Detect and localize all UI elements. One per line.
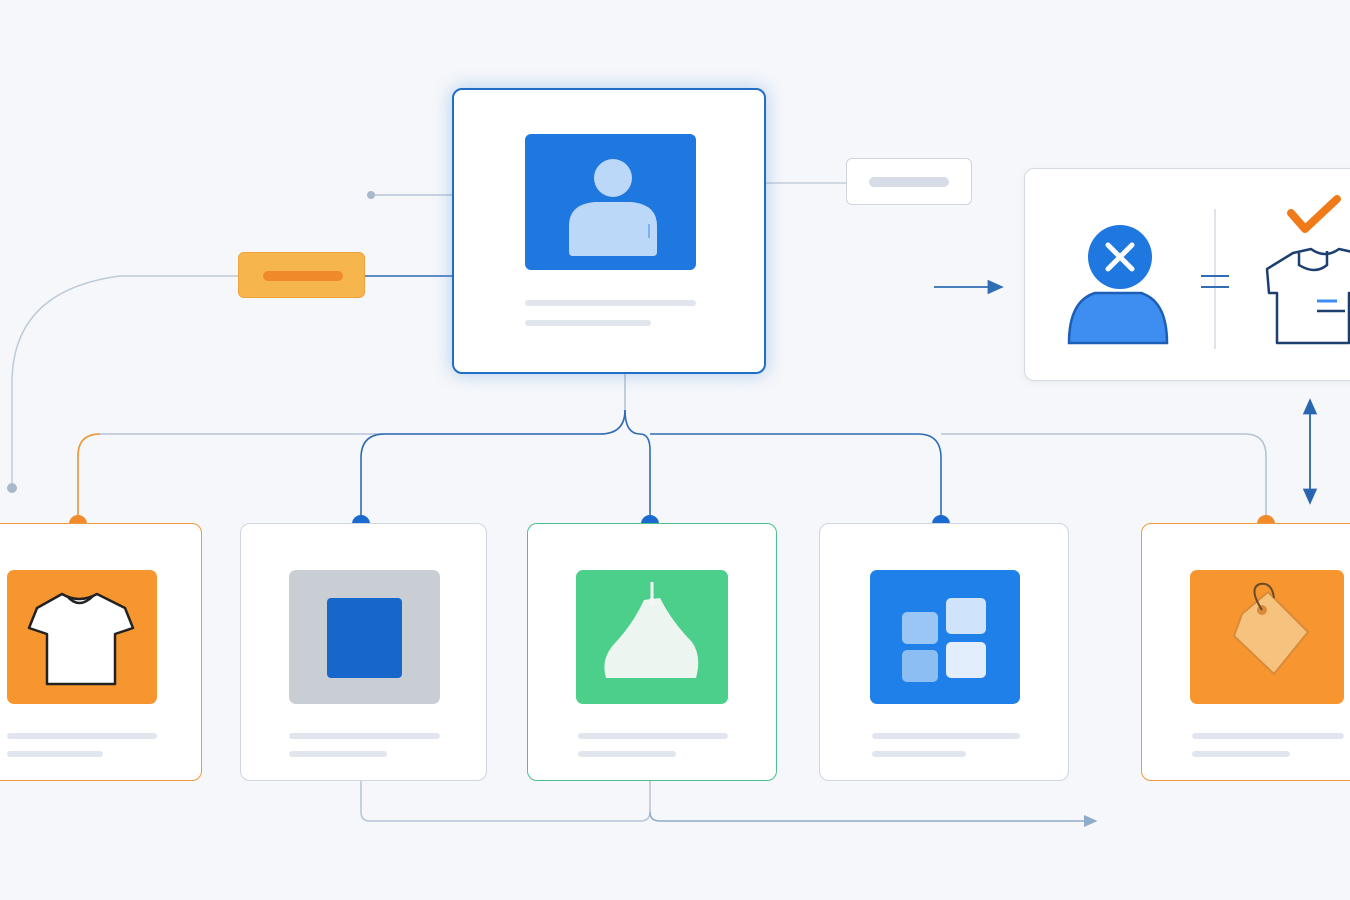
- tshirt-tile: [7, 570, 157, 704]
- leaf-text-line-2: [289, 751, 387, 757]
- root-text-line-1: [525, 300, 696, 306]
- connector-dot-top-left: [367, 191, 375, 199]
- grid-tile: [870, 570, 1020, 704]
- leaf-node-card-4[interactable]: [819, 523, 1069, 781]
- grid-icon: [902, 598, 986, 682]
- tree-branch-5: [941, 433, 1267, 523]
- leaf-text-line-2: [1192, 751, 1290, 757]
- user-profile-icon: [569, 159, 657, 256]
- user-rejected-icon: [1067, 225, 1169, 345]
- tshirt-icon: [27, 592, 135, 686]
- leaf-node-card-3[interactable]: [527, 523, 777, 781]
- bottom-bracket: [360, 781, 651, 822]
- price-tag-icon: [1232, 582, 1310, 676]
- leaf-text-line-1: [7, 733, 157, 739]
- root-node-card[interactable]: [452, 88, 766, 374]
- label-placeholder-bar: [263, 271, 343, 281]
- tree-branch-2: [360, 409, 626, 523]
- leaf-node-card-5[interactable]: [1141, 523, 1350, 781]
- leaf-text-line-1: [872, 733, 1020, 739]
- equals-icon: [1201, 209, 1229, 349]
- user-profile-tile: [525, 134, 696, 270]
- connector-dot-left: [7, 483, 17, 493]
- blue-square-icon: [327, 598, 402, 678]
- shirt-approved-icon: [1265, 195, 1350, 345]
- tree-branch-4: [650, 433, 942, 523]
- bottom-arrow: [649, 811, 1098, 827]
- tree-branch-3: [624, 409, 651, 523]
- blue-square-tile: [289, 570, 440, 704]
- tree-trunk: [77, 374, 626, 523]
- tree-orange-drop: [77, 433, 101, 523]
- leaf-text-line-2: [578, 751, 676, 757]
- left-label-pill[interactable]: [238, 252, 365, 298]
- root-text-line-2: [525, 320, 651, 326]
- leaf-text-line-1: [1192, 733, 1344, 739]
- shoe-tag-tile: [576, 570, 728, 704]
- label-placeholder-bar: [869, 177, 949, 187]
- leaf-text-line-1: [289, 733, 440, 739]
- right-label-pill[interactable]: [846, 158, 972, 205]
- shoe-tag-icon: [604, 582, 699, 678]
- comparison-panel[interactable]: [1024, 168, 1350, 381]
- leaf-node-card-2[interactable]: [240, 523, 487, 781]
- leaf-node-card-1[interactable]: [0, 523, 202, 781]
- leaf-text-line-2: [872, 751, 966, 757]
- leaf-text-line-1: [578, 733, 728, 739]
- price-tag-tile: [1190, 570, 1344, 704]
- leaf-text-line-2: [7, 751, 103, 757]
- connector-left-curve: [11, 275, 238, 488]
